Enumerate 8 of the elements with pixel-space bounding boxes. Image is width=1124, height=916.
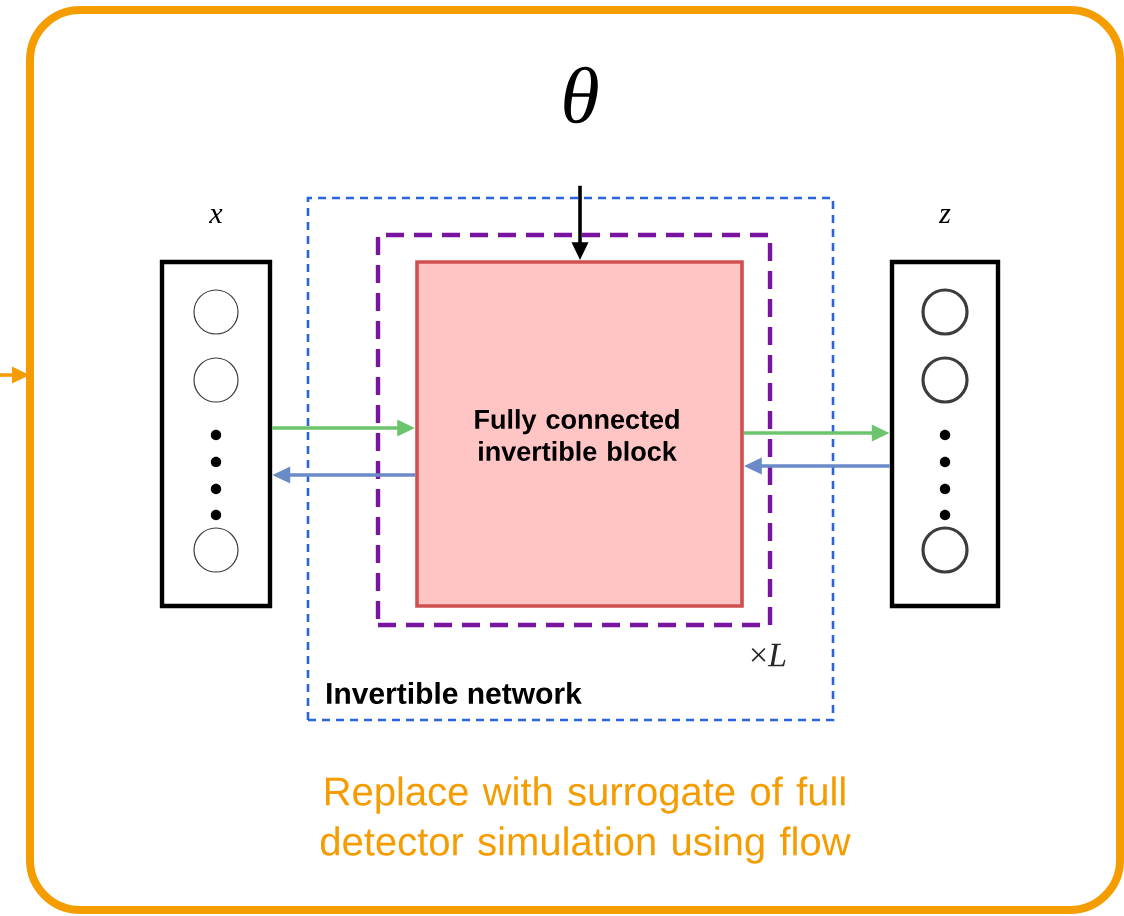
layer-box: x [159,209,273,609]
layer-box: z [889,209,1001,609]
theta-symbol: θ [564,66,598,124]
node-label: x [208,209,223,223]
block-frame [375,232,773,628]
repeat-label: ×L [751,643,786,667]
block-box: Fully connected invertible block [415,260,744,608]
node-label: z [938,209,951,223]
